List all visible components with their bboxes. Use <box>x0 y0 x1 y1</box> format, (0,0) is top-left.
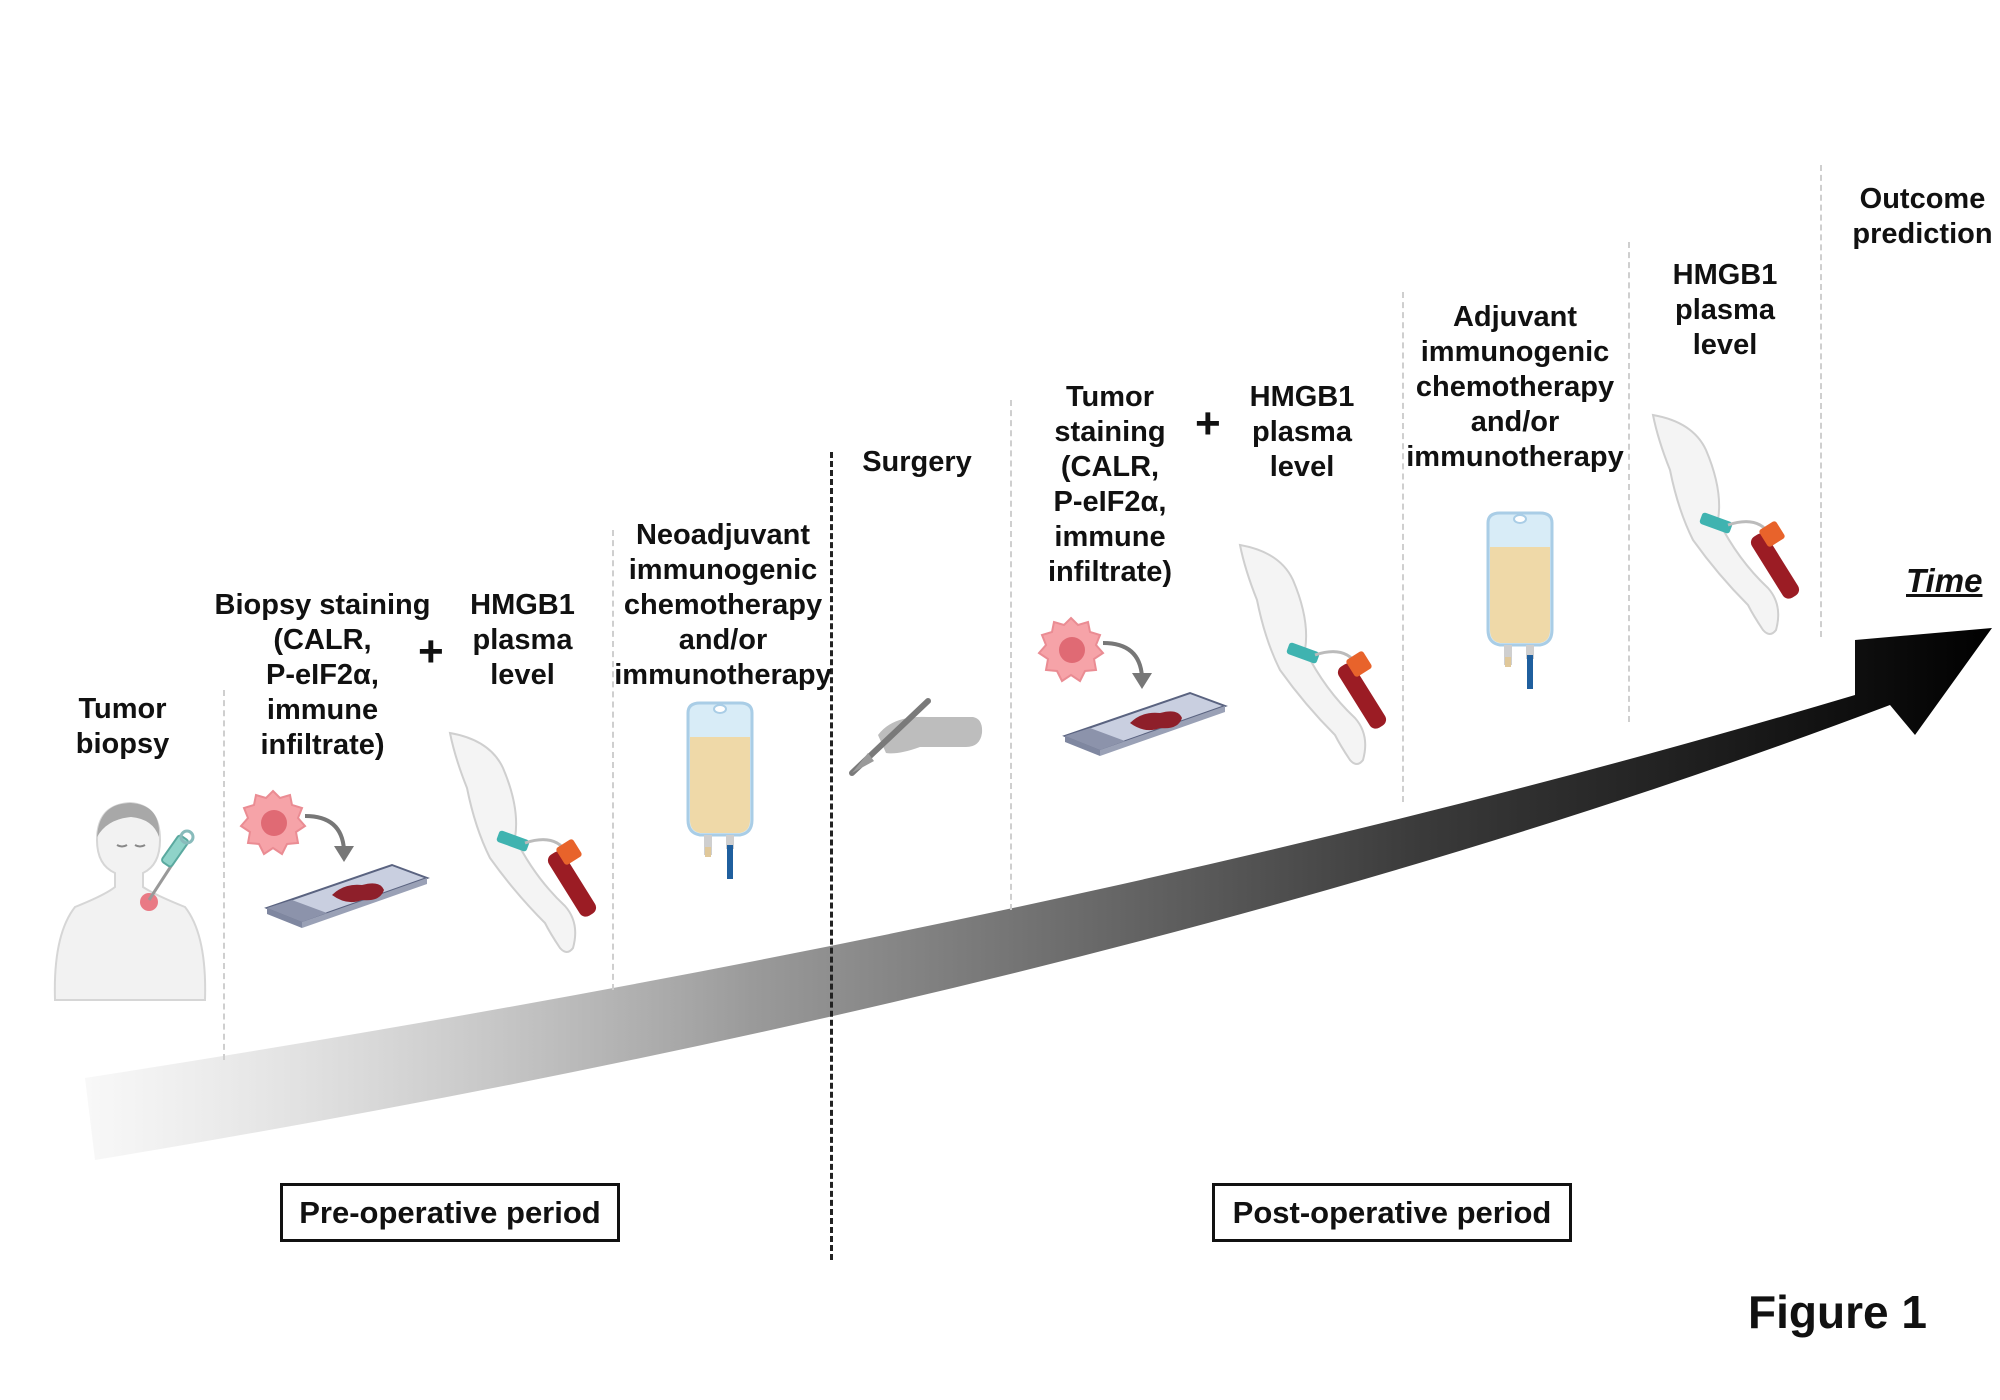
tumor-cell-icon <box>239 789 307 856</box>
separator-4 <box>1402 292 1404 802</box>
separator-5 <box>1628 242 1630 722</box>
step-adjuvant: Adjuvant immunogenic chemotherapy and/or… <box>1406 301 1624 473</box>
arm-blood-draw-icon <box>448 731 597 953</box>
time-label: Time <box>1906 562 1983 599</box>
tumor-cell-icon <box>1037 616 1105 683</box>
pre-operative-period-box: Pre-operative period <box>280 1183 620 1242</box>
step-outcome: Outcome prediction <box>1852 183 1993 250</box>
figure-label: Figure 1 <box>1748 1286 1927 1338</box>
step-hmgb1-post: HMGB1 plasma level <box>1249 381 1355 483</box>
surgery-divider <box>830 452 833 1260</box>
plus-sign: + <box>1195 399 1221 448</box>
arm-blood-draw-icon <box>1238 543 1387 765</box>
plus-sign: + <box>418 627 444 676</box>
step-hmgb1-late: HMGB1 plasma level <box>1672 259 1778 361</box>
step-neoadjuvant: Neoadjuvant immunogenic chemotherapy and… <box>614 519 832 691</box>
step-tumor-staining: Tumor staining (CALR, P-eIF2α, immune in… <box>1047 381 1173 588</box>
separator-1 <box>223 690 225 1060</box>
step-tumor-biopsy: Tumor biopsy <box>75 693 170 760</box>
arm-blood-draw-icon <box>1651 413 1800 635</box>
separator-3 <box>1010 400 1012 910</box>
patient-biopsy-icon <box>53 801 207 1001</box>
separator-6 <box>1820 165 1822 637</box>
scalpel-hand-icon <box>849 698 983 776</box>
curved-arrow-icon <box>304 814 354 862</box>
post-operative-period-box: Post-operative period <box>1212 1183 1572 1242</box>
microscope-slide-icon <box>264 863 430 928</box>
microscope-slide-icon <box>1062 691 1228 756</box>
iv-bag-icon <box>686 701 754 879</box>
iv-bag-icon <box>1486 511 1554 689</box>
curved-arrow-icon <box>1102 641 1152 689</box>
step-surgery: Surgery <box>862 446 972 478</box>
separator-2 <box>612 530 614 990</box>
step-hmgb1-pre: HMGB1 plasma level <box>470 589 575 691</box>
step-biopsy-staining: Biopsy staining (CALR, P-eIF2α, immune i… <box>214 589 431 761</box>
